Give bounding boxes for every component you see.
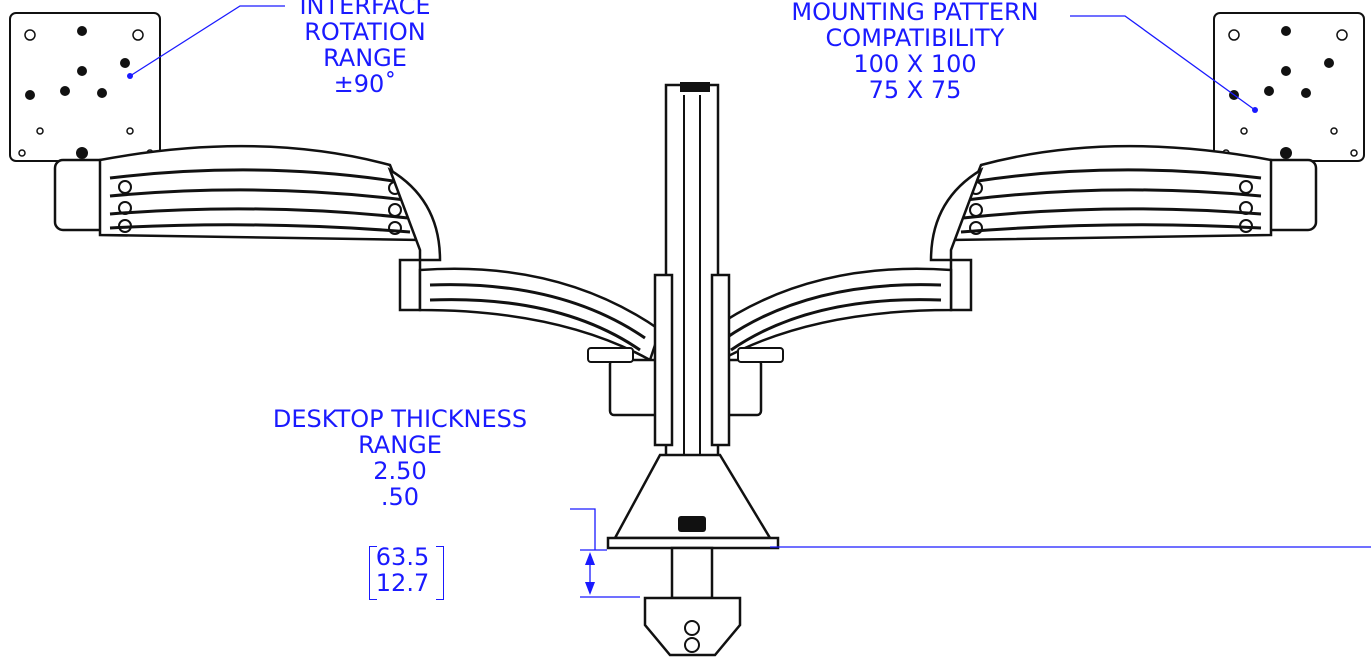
metric-thickness-values: 63.5 12.7 [365,544,440,596]
desktop-thickness-annotation: DESKTOP THICKNESS RANGE 2.50 .50 [230,406,570,510]
metric-bracket-left [369,546,377,600]
mounting-line-3: 100 X 100 [853,50,977,78]
desktop-line-3: 2.50 [373,457,427,485]
rotation-line-2: ROTATION [304,18,426,46]
mounting-line-1: MOUNTING PATTERN [791,0,1039,26]
mounting-line-2: COMPATIBILITY [825,24,1005,52]
desktop-line-1: DESKTOP THICKNESS [272,405,528,433]
mounting-pattern-annotation: MOUNTING PATTERN COMPATIBILITY 100 X 100… [745,0,1085,103]
desktop-line-2: RANGE [358,431,442,459]
desktop-line-4: .50 [380,483,420,511]
metric-min: 12.7 [375,569,430,597]
rotation-line-3: RANGE [323,44,407,72]
rotation-line-4: ±90˚ [333,70,397,98]
metric-bracket-right [436,546,444,600]
metric-max: 63.5 [375,543,430,571]
rotation-range-annotation: INTERFACE ROTATION RANGE ±90˚ [250,0,480,97]
rotation-line-1: INTERFACE [299,0,431,20]
mounting-line-4: 75 X 75 [868,76,962,104]
